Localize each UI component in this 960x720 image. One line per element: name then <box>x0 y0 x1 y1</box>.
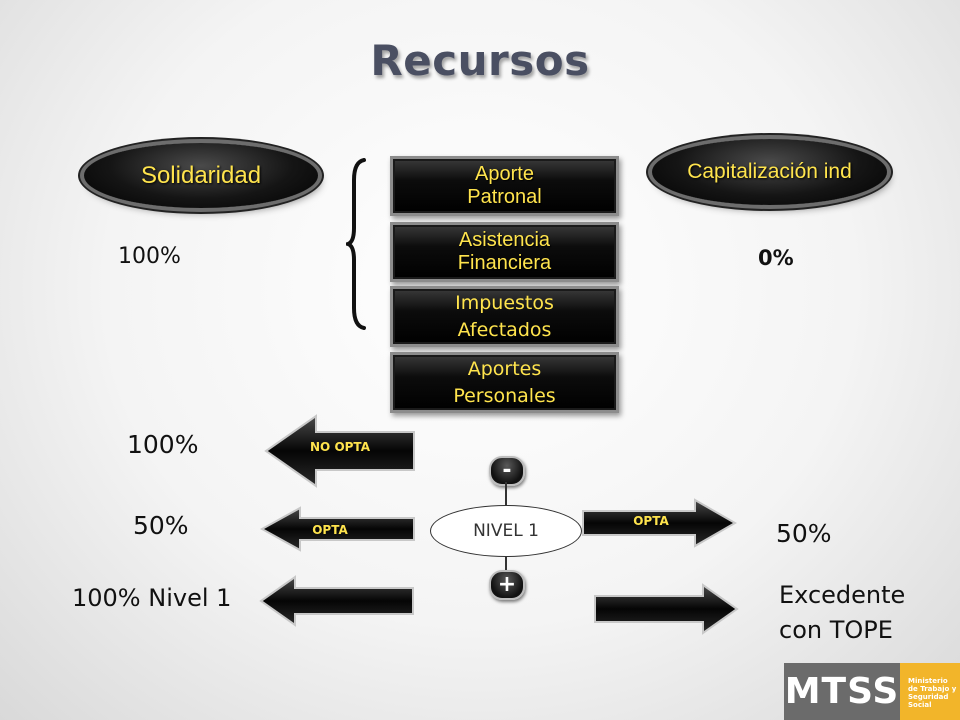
left-arrow-icon <box>259 575 414 627</box>
connector-line-top <box>505 482 507 509</box>
opta-left-percent: 50% <box>133 511 189 540</box>
solidaridad-label: Solidaridad <box>140 161 262 189</box>
nivel-1-percent: 100% Nivel 1 <box>72 584 232 612</box>
mtss-logo-text: Ministerio de Trabajo y Seguridad Social <box>900 663 960 720</box>
page-title: Recursos <box>370 36 590 85</box>
impuestos-afectados-label: Impuestos Afectados <box>455 291 554 341</box>
no-opta-label: NO OPTA <box>310 440 370 454</box>
right-arrow-icon <box>594 583 739 635</box>
aporte-patronal-label: Aporte Patronal <box>467 163 542 208</box>
brace-connector <box>346 158 366 330</box>
left-arrow-icon <box>264 414 415 488</box>
capitalizacion-percent: 0% <box>758 246 794 270</box>
opta-right-percent: 50% <box>776 519 832 548</box>
opta-left-label: OPTA <box>312 523 348 537</box>
asistencia-financiera-label: Asistencia Financiera <box>457 229 552 274</box>
capitalizacion-oval: Capitalización ind <box>652 139 887 205</box>
aportes-personales-box: Aportes Personales <box>390 352 619 413</box>
left-arrow-icon <box>260 506 415 552</box>
plus-button[interactable]: + <box>489 570 525 600</box>
nivel-1-node: NIVEL 1 <box>430 505 582 557</box>
connector-line-bottom <box>505 557 507 572</box>
right-arrow-icon <box>582 498 737 548</box>
solidaridad-percent: 100% <box>118 244 181 269</box>
capitalizacion-label: Capitalización ind <box>687 160 852 183</box>
minus-button[interactable]: - <box>489 456 525 486</box>
solidaridad-oval: Solidaridad <box>84 143 318 208</box>
aporte-patronal-box: Aporte Patronal <box>390 156 619 216</box>
no-opta-percent: 100% <box>127 430 199 459</box>
aportes-personales-label: Aportes Personales <box>453 357 556 407</box>
mtss-logo: MTSS <box>784 663 900 720</box>
nivel-1-label: NIVEL 1 <box>473 521 539 541</box>
excedente-tope-text: Excedente con TOPE <box>779 581 906 644</box>
opta-right-label: OPTA <box>633 514 669 528</box>
asistencia-financiera-box: Asistencia Financiera <box>390 222 619 282</box>
impuestos-afectados-box: Impuestos Afectados <box>390 286 619 347</box>
